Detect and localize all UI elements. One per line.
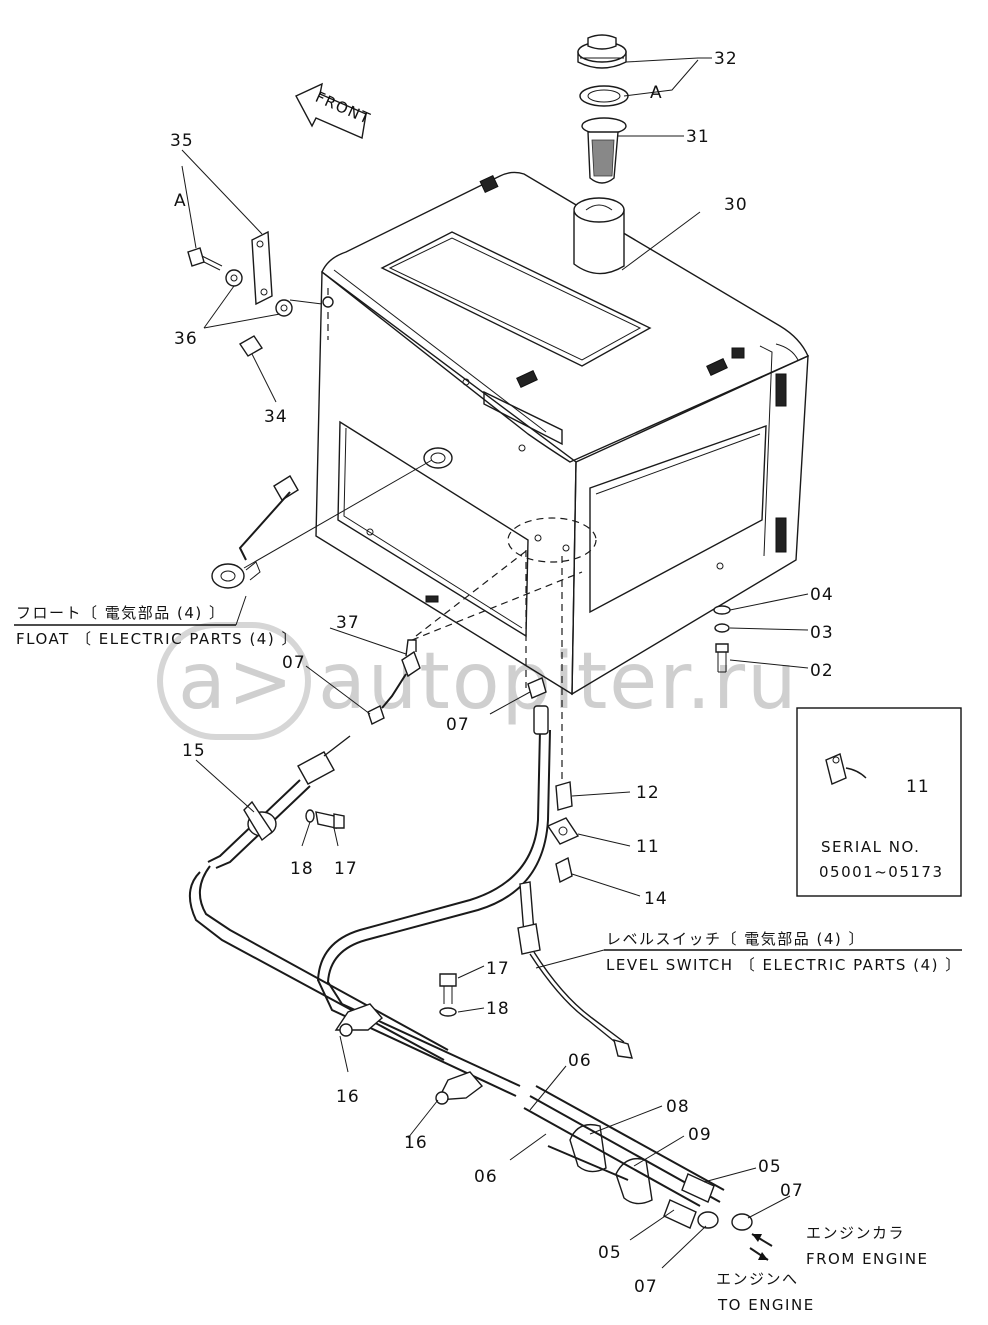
mounting-bracket — [251, 230, 273, 306]
label-06-b: 06 — [474, 1167, 498, 1187]
label-11: 11 — [636, 837, 660, 857]
label-a-left: A — [174, 191, 187, 211]
hose-fitting-05-b — [663, 1199, 697, 1229]
label-a-top: A — [650, 83, 663, 103]
label-18-a: 18 — [290, 859, 314, 879]
label-31: 31 — [686, 127, 710, 147]
label-37: 37 — [336, 613, 360, 633]
label-05-b: 05 — [598, 1243, 622, 1263]
bolt-02 — [715, 643, 729, 673]
hose-clamp-16-a — [334, 1003, 383, 1037]
label-18-b: 18 — [486, 999, 510, 1019]
serial-box-clamp-part — [825, 753, 867, 785]
label-32: 32 — [714, 49, 738, 69]
serial-box-title: SERIAL NO. — [821, 838, 920, 856]
label-35: 35 — [170, 131, 194, 151]
label-16-b: 16 — [404, 1133, 428, 1153]
washer-36-a — [225, 269, 243, 287]
from-engine-jp: エンジンカラ — [806, 1224, 905, 1242]
label-17-b: 17 — [486, 959, 510, 979]
fuel-tank — [315, 171, 809, 696]
drain-plug — [239, 335, 263, 357]
to-engine-en: TO ENGINE — [717, 1296, 815, 1314]
part-labels: 32 A 31 30 35 A 36 34 37 07 07 15 18 17 … — [170, 49, 834, 1297]
label-34: 34 — [264, 407, 288, 427]
label-14: 14 — [644, 889, 668, 909]
label-06-a: 06 — [568, 1051, 592, 1071]
pipe-clamp-08 — [569, 1123, 607, 1173]
strainer — [581, 117, 627, 184]
float-caption-en: FLOAT 〔 ELECTRIC PARTS (4) 〕 — [16, 630, 298, 648]
hose-clamp-07-c — [731, 1213, 753, 1231]
label-16-a: 16 — [336, 1087, 360, 1107]
label-04: 04 — [810, 585, 834, 605]
label-03: 03 — [810, 623, 834, 643]
level-switch-caption-jp: レベルスイッチ〔 電気部品 (4) 〕 — [606, 930, 865, 948]
label-07-d: 07 — [634, 1277, 658, 1297]
float-caption-jp: フロート〔 電気部品 (4) 〕 — [16, 604, 226, 622]
captions: フロート〔 電気部品 (4) 〕 FLOAT 〔 ELECTRIC PARTS … — [16, 604, 962, 1314]
label-36: 36 — [174, 329, 198, 349]
label-08: 08 — [666, 1097, 690, 1117]
bracket-bolt — [187, 247, 223, 271]
fuel-hoses — [189, 705, 725, 1207]
watermark-logo-glyph: a> — [178, 637, 295, 727]
to-engine-jp: エンジンへ — [716, 1270, 799, 1288]
washer-18-a — [305, 809, 315, 823]
label-09: 09 — [688, 1125, 712, 1145]
label-07-a: 07 — [282, 653, 306, 673]
serial-box-range: 05001~05173 — [819, 863, 944, 881]
washer-36-b — [275, 299, 293, 317]
label-05-a: 05 — [758, 1157, 782, 1177]
label-07-b: 07 — [446, 715, 470, 735]
from-engine-en: FROM ENGINE — [806, 1250, 929, 1268]
washer-04 — [713, 605, 731, 615]
washer-18-b — [439, 1007, 457, 1017]
level-switch-fittings — [546, 781, 580, 884]
hose-connector-37 — [367, 639, 421, 725]
label-07-c: 07 — [780, 1181, 804, 1201]
filler-gasket — [579, 85, 629, 107]
hose-fitting-15 — [207, 735, 351, 869]
label-15: 15 — [182, 741, 206, 761]
label-30: 30 — [724, 195, 748, 215]
hose-clamp-07-d — [697, 1211, 719, 1229]
hose-clamp-07-b — [527, 677, 547, 699]
front-arrow: FRONT — [295, 82, 374, 139]
label-12: 12 — [636, 783, 660, 803]
flow-arrows — [749, 1233, 773, 1261]
filler-cap — [577, 34, 627, 69]
serial-box-frame — [796, 707, 962, 897]
level-switch-sensor — [517, 881, 633, 1059]
washer-03 — [714, 623, 730, 633]
bolt-17-b — [439, 973, 457, 1004]
pipe-clamp-09 — [615, 1157, 653, 1205]
label-02: 02 — [810, 661, 834, 681]
serial-number-box: 11 SERIAL NO. 05001~05173 — [796, 707, 962, 897]
serial-box-part-label: 11 — [906, 777, 930, 797]
front-arrow-label: FRONT — [313, 88, 374, 128]
leader-lines — [181, 57, 895, 1269]
bolt-17-a — [315, 811, 345, 829]
label-17-a: 17 — [334, 859, 358, 879]
hose-clamp-16-b — [435, 1071, 484, 1105]
float-assembly — [211, 459, 433, 589]
level-switch-caption-en: LEVEL SWITCH 〔 ELECTRIC PARTS (4) 〕 — [606, 956, 962, 974]
